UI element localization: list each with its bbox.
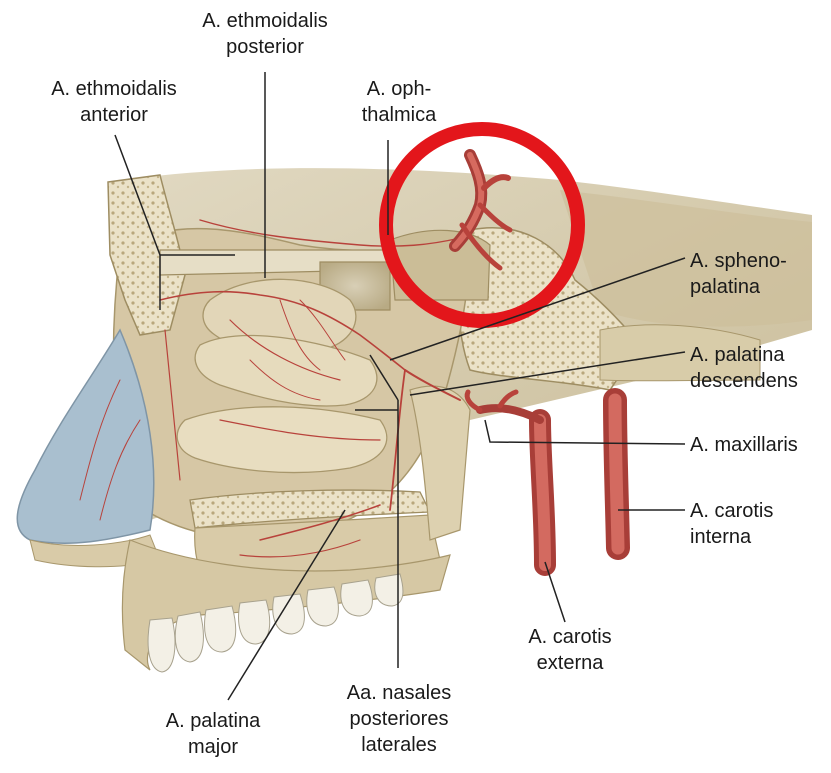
leader-palatina-major <box>227 509 346 701</box>
leader-lines <box>114 72 686 701</box>
leader-ethmoidalis-anterior <box>114 134 235 310</box>
leader-maxillaris <box>484 419 686 445</box>
label-nasales-posteriores: Aa. nasales posteriores laterales <box>346 682 452 756</box>
label-carotis-interna: A. carotis interna <box>690 500 774 548</box>
red-circle-highlight-icon <box>379 122 585 328</box>
label-ophthalmica: A. oph- thalmica <box>361 78 437 126</box>
label-palatina-descendens: A. palatina descendens <box>690 344 798 392</box>
label-sphenopalatina: A. spheno- palatina <box>690 250 787 298</box>
label-palatina-major: A. palatina major <box>165 710 261 758</box>
arterial-network <box>79 219 461 558</box>
leader-carotis-externa <box>544 561 566 623</box>
leader-palatina-descendens <box>409 351 686 396</box>
pterygoid-process <box>409 385 471 541</box>
carotid-arteries <box>464 388 630 576</box>
leader-sphenopalatina <box>389 257 686 361</box>
leader-nasales-posteriores <box>355 354 399 668</box>
teeth <box>147 573 404 673</box>
label-ethmoidalis-anterior: A. ethmoidalis anterior <box>51 78 177 126</box>
nasal-conchae <box>176 278 388 474</box>
label-maxillaris: A. maxillaris <box>690 434 798 456</box>
label-ethmoidalis-posterior: A. ethmoidalis posterior <box>202 10 328 58</box>
ophthalmic-artery <box>449 149 513 271</box>
label-carotis-externa: A. carotis externa <box>528 626 612 674</box>
